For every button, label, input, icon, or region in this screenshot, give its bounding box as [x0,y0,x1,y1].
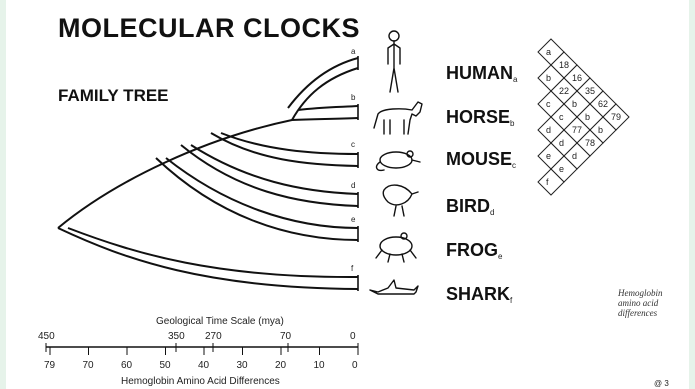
human-branch-inner [288,58,358,108]
matrix-value-ce: 77 [572,125,582,135]
frog-branch [156,158,358,240]
mouse-icon [377,151,420,170]
human-icon [388,31,400,92]
aa-tick-label: 79 [44,360,56,371]
matrix-value-ef: e [559,164,564,174]
bird-icon [383,185,418,216]
matrix-value-de: d [559,138,564,148]
geo-scale-label: Geological Time Scale (mya) [156,316,284,327]
matrix-caption-2: amino acid [618,298,659,308]
matrix-value-ac: 16 [572,73,582,83]
branch-letter-c: c [351,140,355,149]
matrix-value-be: b [585,112,590,122]
human-branch [292,68,358,120]
shark-branch-inner [68,228,358,277]
aa-tick-label: 20 [275,360,287,371]
geo-tick-label: 270 [205,331,222,342]
aa-tick-label: 60 [121,360,133,371]
matrix-value-bc: 22 [559,86,569,96]
species-shark: SHARKf [446,284,513,305]
matrix-value-bf: b [598,125,603,135]
aa-scale-label: Hemoglobin Amino Acid Differences [121,376,280,387]
diagram-title: MOLECULAR CLOCKS [58,13,360,43]
geo-tick-label: 70 [280,331,292,342]
family-tree: a b c d e f [58,47,358,291]
matrix-value-ab: 18 [559,60,569,70]
time-scale: Geological Time Scale (mya) 450 350 270 70 0… [38,316,358,387]
matrix-value-bd: b [572,99,577,109]
species-bird: BIRDd [446,196,494,217]
matrix-value-ad: 35 [585,86,595,96]
branch-letter-f: f [351,264,354,273]
horse-branch-inner [298,106,358,110]
species-mouse: MOUSEc [446,149,516,170]
matrix-value-cc: c [546,99,551,109]
matrix-value-cf: 78 [585,138,595,148]
species-human: HUMANa [446,63,518,84]
corner-mark: @ 3 [654,379,669,388]
matrix-value-cd: c [559,112,564,122]
aa-tick-label: 30 [237,360,249,371]
matrix-value-af: 79 [611,112,621,122]
branch-letter-b: b [351,93,356,102]
family-tree-label: FAMILY TREE [58,86,169,105]
species-frog: FROGe [446,240,503,261]
branch-letter-a: a [351,47,356,56]
shark-icon [370,280,418,294]
matrix-value-dd: d [546,125,551,135]
geo-tick-label: 450 [38,331,55,342]
geo-tick-label: 350 [168,331,185,342]
matrix-value-aa: a [546,47,551,57]
frog-icon [376,233,416,262]
branch-letter-e: e [351,215,356,224]
geo-tick-label: 0 [350,331,356,342]
branch-letter-d: d [351,181,355,190]
aa-tick-label: 40 [198,360,210,371]
aa-tick-label: 10 [314,360,326,371]
mouse-branch-inner [221,133,358,154]
aa-tick-label: 50 [160,360,172,371]
species-horse: HORSEb [446,107,515,128]
aa-tick-label: 70 [83,360,95,371]
matrix-value-bb: b [546,73,551,83]
matrix-value-df: d [572,151,577,161]
matrix-caption-1: Hemoglobin [617,288,663,298]
matrix-caption-3: differences [618,308,658,318]
diagram-canvas: MOLECULAR CLOCKS FAMILY TREE a b c d e f [6,0,689,389]
horse-icon [374,102,422,134]
horse-branch [292,118,358,120]
species-labels: HUMANa HORSEb MOUSEc BIRDd FROGe SHARKf [446,63,518,305]
aa-tick-label: 0 [352,360,358,371]
matrix-value-ee: e [546,151,551,161]
matrix-value-ae: 62 [598,99,608,109]
